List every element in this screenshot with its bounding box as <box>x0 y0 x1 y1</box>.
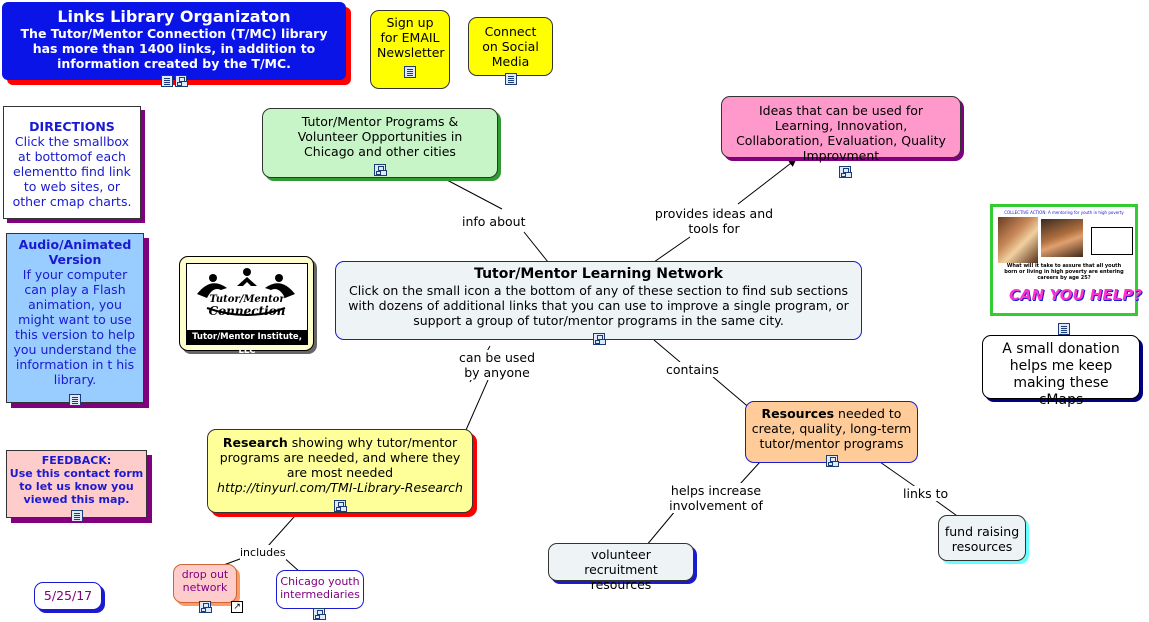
audio-body: If your computer can play a Flash animat… <box>13 267 137 387</box>
header-body: The Tutor/Mentor Connection (T/MC) libra… <box>20 26 328 71</box>
programs-text: Tutor/Mentor Programs & Volunteer Opport… <box>297 114 463 159</box>
edge-provides <box>653 236 691 263</box>
signup-text: Sign up for EMAIL Newsletter <box>377 15 445 60</box>
poster-logo <box>1091 227 1133 255</box>
donation-box[interactable]: A small donation helps me keep making th… <box>982 335 1140 408</box>
social-box[interactable]: Connect on Social Media <box>468 17 553 85</box>
directions-box: DIRECTIONS Click the smallbox at bottomo… <box>3 106 141 219</box>
poster-image[interactable]: COLLECTIVE ACTION: A mentoring for youth… <box>990 204 1142 316</box>
edge-helps <box>739 461 761 485</box>
label-can-be-used: can be used by anyone <box>458 350 536 380</box>
cmap-link-icon[interactable] <box>825 454 838 467</box>
feedback-box[interactable]: FEEDBACK: Use this contact form to let u… <box>6 450 147 522</box>
intermediaries-text: Chicago youth intermediaries <box>280 575 360 601</box>
logo-line2: Connection <box>208 304 286 318</box>
social-text: Connect on Social Media <box>482 24 539 69</box>
resources-text: Resources needed to create, quality, lon… <box>750 406 913 451</box>
poster-photo-1 <box>998 217 1038 263</box>
date-text: 5/25/17 <box>43 588 93 603</box>
research-box[interactable]: Research showing why tutor/mentor progra… <box>207 429 473 513</box>
intermediaries-box[interactable]: Chicago youth intermediaries <box>276 570 364 609</box>
poster-question: What will it take to assure that all you… <box>1004 263 1124 281</box>
edge-contains <box>653 339 681 363</box>
research-text: Research showing why tutor/mentor progra… <box>214 435 466 480</box>
intermediaries-icons <box>312 603 326 622</box>
label-contains: contains <box>666 362 719 377</box>
volunteer-text: volunteer recruitment resources <box>584 547 658 592</box>
label-helps: helps increase involvement of <box>664 483 768 513</box>
volunteer-box[interactable]: volunteer recruitment resources <box>548 543 694 592</box>
research-url[interactable]: http://tinyurl.com/TMI-Library-Research <box>217 480 463 495</box>
poster-heading: COLLECTIVE ACTION: A mentoring for youth… <box>1004 210 1124 215</box>
logo-footer: Tutor/Mentor Institute, LLC <box>187 330 307 356</box>
document-link-icon[interactable] <box>161 74 173 87</box>
document-link-icon[interactable] <box>404 65 416 78</box>
feedback-body: Use this contact form to let us know you… <box>9 467 144 506</box>
edge-includes <box>267 507 303 547</box>
resources-title: Resources <box>761 406 835 421</box>
header-title: Links Library Organizaton <box>57 7 291 26</box>
edge-links-to <box>879 461 921 491</box>
central-body: Click on the small icon a the bottom of … <box>348 283 849 328</box>
signup-box[interactable]: Sign up for EMAIL Newsletter <box>370 10 450 89</box>
document-link-icon[interactable] <box>70 510 83 522</box>
resources-box[interactable]: Resources needed to create, quality, lon… <box>745 401 918 467</box>
header-box: Links Library Organizaton The Tutor/Ment… <box>2 2 346 87</box>
cmap-link-icon[interactable] <box>592 332 605 345</box>
edge-can-be-used-2 <box>465 379 489 431</box>
tutor-mentor-logo: Tutor/Mentor Connection Tutor/Mentor Ins… <box>186 263 308 356</box>
audio-title: Audio/Animated Version <box>18 237 132 267</box>
research-body: showing why tutor/mentor programs are ne… <box>219 435 461 480</box>
document-link-icon[interactable] <box>1058 322 1070 335</box>
cmap-link-icon[interactable] <box>313 607 325 620</box>
programs-box[interactable]: Tutor/Mentor Programs & Volunteer Opport… <box>262 108 498 178</box>
date-box: 5/25/17 <box>34 582 102 610</box>
logo-figures-icon <box>197 268 295 316</box>
logo-line1: Tutor/Mentor <box>209 294 285 305</box>
poster-banner: CAN YOU HELP? <box>1009 286 1142 304</box>
ideas-box[interactable]: Ideas that can be used for Learning, Inn… <box>721 96 961 178</box>
research-title: Research <box>222 435 288 450</box>
document-link-icon[interactable] <box>69 393 81 406</box>
donation-text: A small donation helps me keep making th… <box>1002 341 1120 408</box>
dropout-icons: ↗ <box>198 596 244 615</box>
label-links-to: links to <box>903 486 949 501</box>
poster-photo-2 <box>1041 219 1083 257</box>
cmap-link-icon[interactable] <box>175 74 187 87</box>
feedback-title: FEEDBACK: <box>41 454 112 467</box>
ideas-text: Ideas that can be used for Learning, Inn… <box>736 103 946 163</box>
resources-body: needed to create, quality, long-term tut… <box>751 406 912 451</box>
fundraising-text: fund raising resources <box>944 524 1020 554</box>
logo-box: Tutor/Mentor Connection Tutor/Mentor Ins… <box>179 256 314 356</box>
dropout-text: drop out network <box>181 568 229 594</box>
cmap-link-icon[interactable] <box>374 163 386 176</box>
label-info-about: info about <box>462 214 526 229</box>
cmap-link-icon[interactable] <box>199 600 211 613</box>
central-title: Tutor/Mentor Learning Network <box>474 266 723 282</box>
label-provides: provides ideas and tools for <box>652 206 776 236</box>
edge-helps-2 <box>645 509 677 547</box>
fundraising-box[interactable]: fund raising resources <box>938 515 1026 561</box>
edge-info-about <box>523 231 549 263</box>
central-box[interactable]: Tutor/Mentor Learning Network Click on t… <box>335 261 862 345</box>
cmap-link-icon[interactable] <box>334 499 346 512</box>
poster-icons <box>1057 318 1071 337</box>
document-link-icon[interactable] <box>504 72 517 85</box>
external-link-arrow-icon[interactable]: ↗ <box>231 600 244 613</box>
label-includes: includes <box>240 545 286 560</box>
cmap-link-icon[interactable] <box>839 165 851 178</box>
directions-body: Click the smallbox at bottomof each elem… <box>12 134 132 209</box>
directions-title: DIRECTIONS <box>29 119 115 134</box>
audio-version-box[interactable]: Audio/Animated Version If your computer … <box>6 233 144 406</box>
edge-provides-arrow <box>737 158 797 205</box>
